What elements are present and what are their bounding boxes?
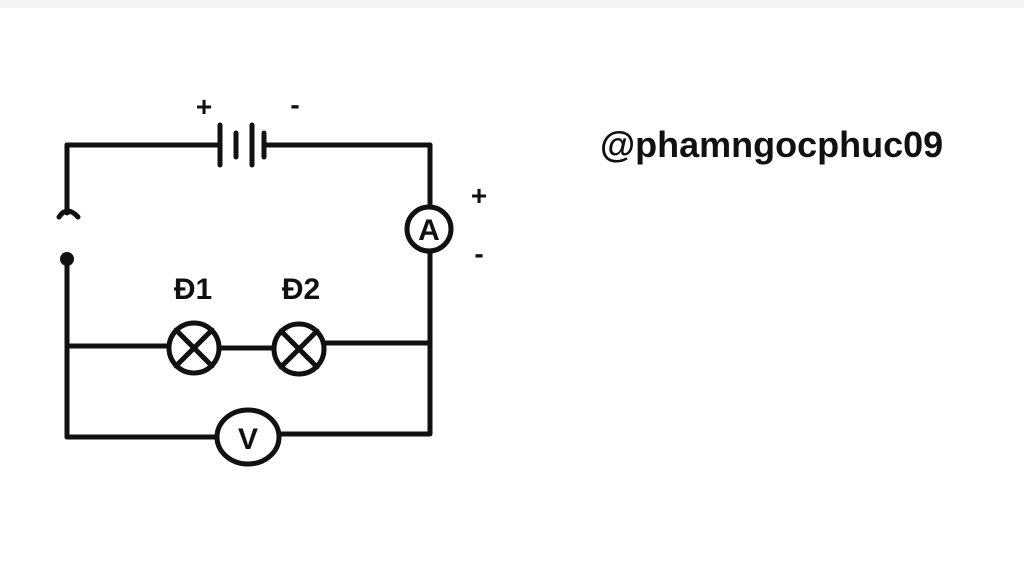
- voltmeter-label: V: [238, 423, 258, 456]
- voltmeter-symbol: [214, 407, 282, 467]
- watermark-text: @phamngocphuc09: [600, 124, 944, 165]
- lamp-d2-label: Đ2: [282, 273, 320, 306]
- lamp-d1-label: Đ1: [174, 273, 212, 306]
- lamp-d1-symbol: [166, 320, 222, 376]
- battery-plus-label: +: [196, 91, 212, 122]
- battery-minus-label: -: [290, 89, 299, 120]
- lamp-d2-symbol: [271, 321, 327, 377]
- ammeter-plus-label: +: [471, 180, 487, 211]
- battery-symbol: [217, 122, 267, 168]
- ammeter-label: A: [418, 214, 440, 247]
- ammeter-minus-label: -: [474, 238, 483, 269]
- top-border-strip: [0, 0, 1024, 8]
